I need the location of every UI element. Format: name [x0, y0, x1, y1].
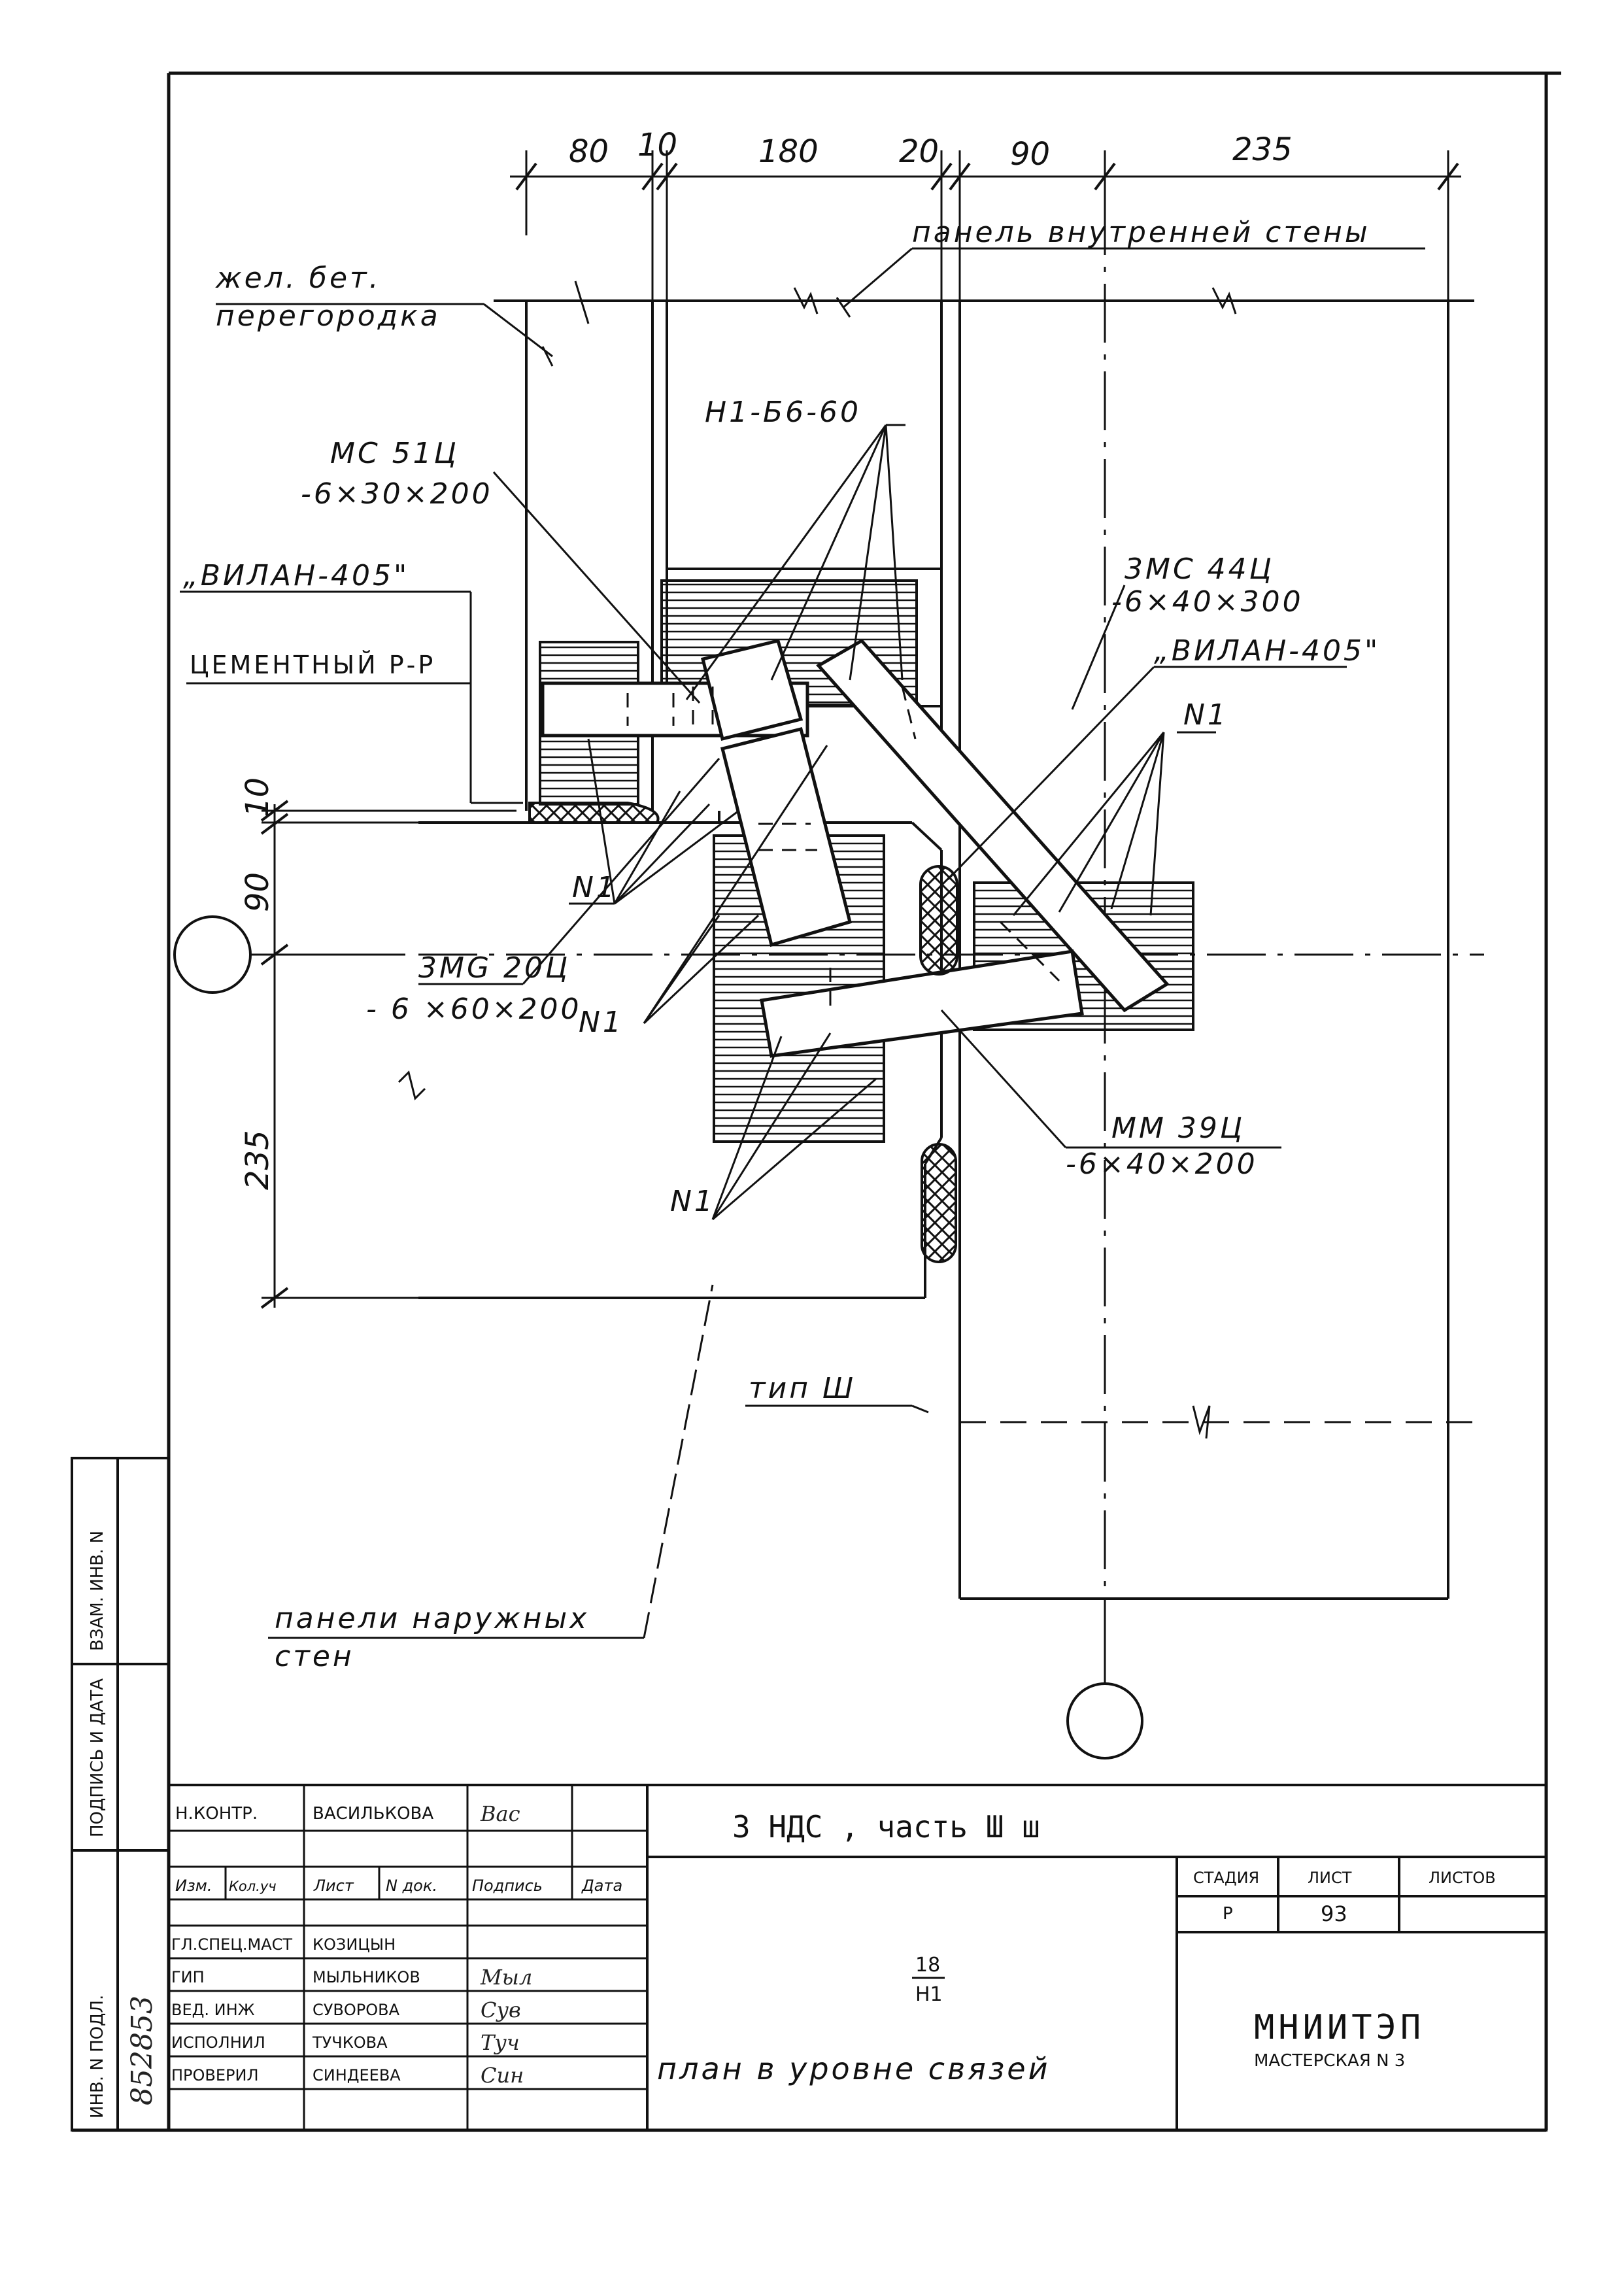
label-n1-left: N1	[572, 871, 617, 904]
tb-list-value: 93	[1321, 1901, 1347, 1926]
label-mm39-size: -6×40×200	[1066, 1148, 1258, 1181]
side-vzam-inv: ВЗАМ. ИНВ. N	[88, 1531, 107, 1651]
side-inv-number: 852853	[126, 1996, 159, 2105]
connection-plates	[541, 638, 1170, 1058]
dim-80: 80	[569, 133, 609, 170]
left-dimension-chain	[260, 800, 516, 1309]
tb-org-name: МНИИТЭП	[1254, 2008, 1425, 2047]
tb-roles: ГЛ.СПЕЦ.МАСТ КОЗИЦЫН ГИП МЫЛЬНИКОВ Мыл В…	[171, 1935, 532, 2088]
tb-col-ndok: N док.	[386, 1877, 437, 1895]
tb-role-4: ПРОВЕРИЛ	[171, 2066, 259, 2084]
tb-sheet-num-top: 18	[915, 1954, 940, 1977]
tb-name-2: СУВОРОВА	[313, 2001, 400, 2019]
tb-sign-1: Мыл	[480, 1965, 532, 1990]
label-zmg20-size: - 6 ×60×200	[366, 993, 582, 1026]
tb-role-0: ГЛ.СПЕЦ.МАСТ	[171, 1935, 292, 1954]
top-dimension-chain	[510, 150, 1461, 301]
label-mc51-size: -6×30×200	[301, 477, 493, 511]
tb-col-data: Дата	[581, 1877, 622, 1895]
label-zmc44-size: -6×40×300	[1111, 585, 1304, 619]
dim-235-top: 235	[1232, 131, 1293, 168]
label-tip3: тип Ш	[749, 1372, 856, 1405]
tb-stage-label: СТАДИЯ	[1193, 1869, 1259, 1887]
tb-name-3: ТУЧКОВА	[312, 2033, 388, 2052]
tb-col-podpis: Подпись	[472, 1877, 543, 1895]
label-mc51: МС 51Ц	[330, 437, 459, 470]
label-peregorodka: перегородка	[216, 299, 441, 333]
tb-role-2: ВЕД. ИНЖ	[171, 2001, 255, 2019]
dim-180: 180	[758, 133, 819, 170]
tb-name-0: КОЗИЦЫН	[313, 1935, 396, 1954]
label-zmc44: 3МС 44Ц	[1125, 552, 1274, 586]
side-inv-podl: ИНВ. N ПОДЛ.	[88, 1995, 107, 2118]
tb-stage-value: Р	[1223, 1904, 1233, 1924]
label-vilan-left: „ВИЛАН-405"	[183, 559, 409, 592]
dim-235-left: 235	[239, 1130, 276, 1190]
dim-20: 20	[899, 133, 939, 170]
label-panels-outer-1: панели наружных	[275, 1602, 589, 1635]
label-n1-mid: N1	[579, 1006, 624, 1039]
tb-sign-3: Туч	[481, 2030, 520, 2055]
tb-role-3: ИСПОЛНИЛ	[171, 2033, 265, 2052]
tb-n-kontr-name: ВАСИЛЬКОВА	[313, 1804, 433, 1824]
label-n1-b6-60: Н1-Б6-60	[705, 396, 861, 429]
tb-sign-4: Син	[481, 2063, 524, 2088]
tb-listov-label: ЛИСТОВ	[1429, 1869, 1496, 1887]
label-cement: ЦЕМЕНТНЫЙ Р-Р	[190, 651, 435, 679]
tb-sheet-num-bottom: Н1	[915, 1983, 943, 2006]
label-zmg20: 3МG 20Ц	[418, 951, 570, 985]
tb-drawing-title: план в уровне связей	[657, 2051, 1051, 2086]
plan-drawing	[173, 150, 1484, 1760]
label-mm39: ММ 39Ц	[1111, 1112, 1245, 1145]
label-panel-inner-wall: панель внутренней стены	[912, 216, 1370, 249]
side-podpis-data: ПОДПИСЬ И ДАТА	[88, 1678, 107, 1837]
tb-org-sub: МАСТЕРСКАЯ N 3	[1254, 2051, 1405, 2071]
tip3-line	[745, 1404, 1478, 1439]
hidden-lines	[626, 686, 1060, 1007]
title-block-grid	[167, 1784, 1548, 2132]
tb-name-1: МЫЛЬНИКОВ	[313, 1968, 420, 1986]
dim-90-left: 90	[239, 872, 276, 912]
leader-lines	[216, 247, 1425, 1639]
dimension-labels: 80 10 180 20 90 235 10 90 235	[239, 127, 1293, 1190]
tb-name-4: СИНДЕЕВА	[313, 2066, 401, 2084]
dim-90-top: 90	[1010, 136, 1050, 173]
tb-n-kontr-sign: Вас	[480, 1801, 520, 1826]
hatched-blocks	[539, 579, 1194, 1143]
callout-labels: панель внутренней стены жел. бет. перего…	[180, 216, 1380, 1673]
label-panels-outer-2: стен	[275, 1640, 354, 1673]
tb-col-koluch: Кол.уч	[229, 1878, 277, 1894]
label-zhel-bet: жел. бет.	[215, 262, 381, 295]
label-n1-right: N1	[1183, 698, 1228, 732]
dim-10-left: 10	[239, 777, 276, 817]
tb-sign-2: Сув	[481, 1998, 521, 2022]
label-n1-bottom: N1	[670, 1185, 715, 1218]
tb-col-izm: Изм.	[175, 1877, 212, 1895]
tb-project: 3 НДС , часть Ш ш	[732, 1809, 1040, 1844]
label-vilan-right: „ВИЛАН-405"	[1154, 634, 1380, 668]
tb-col-list: Лист	[313, 1877, 354, 1895]
dim-10-top: 10	[637, 127, 677, 163]
tb-role-1: ГИП	[171, 1968, 205, 1986]
tb-list-label: ЛИСТ	[1308, 1869, 1352, 1887]
right-panel	[958, 301, 1449, 1600]
sealant	[528, 802, 958, 1263]
tb-n-kontr-label: Н.КОНТР.	[175, 1804, 258, 1824]
